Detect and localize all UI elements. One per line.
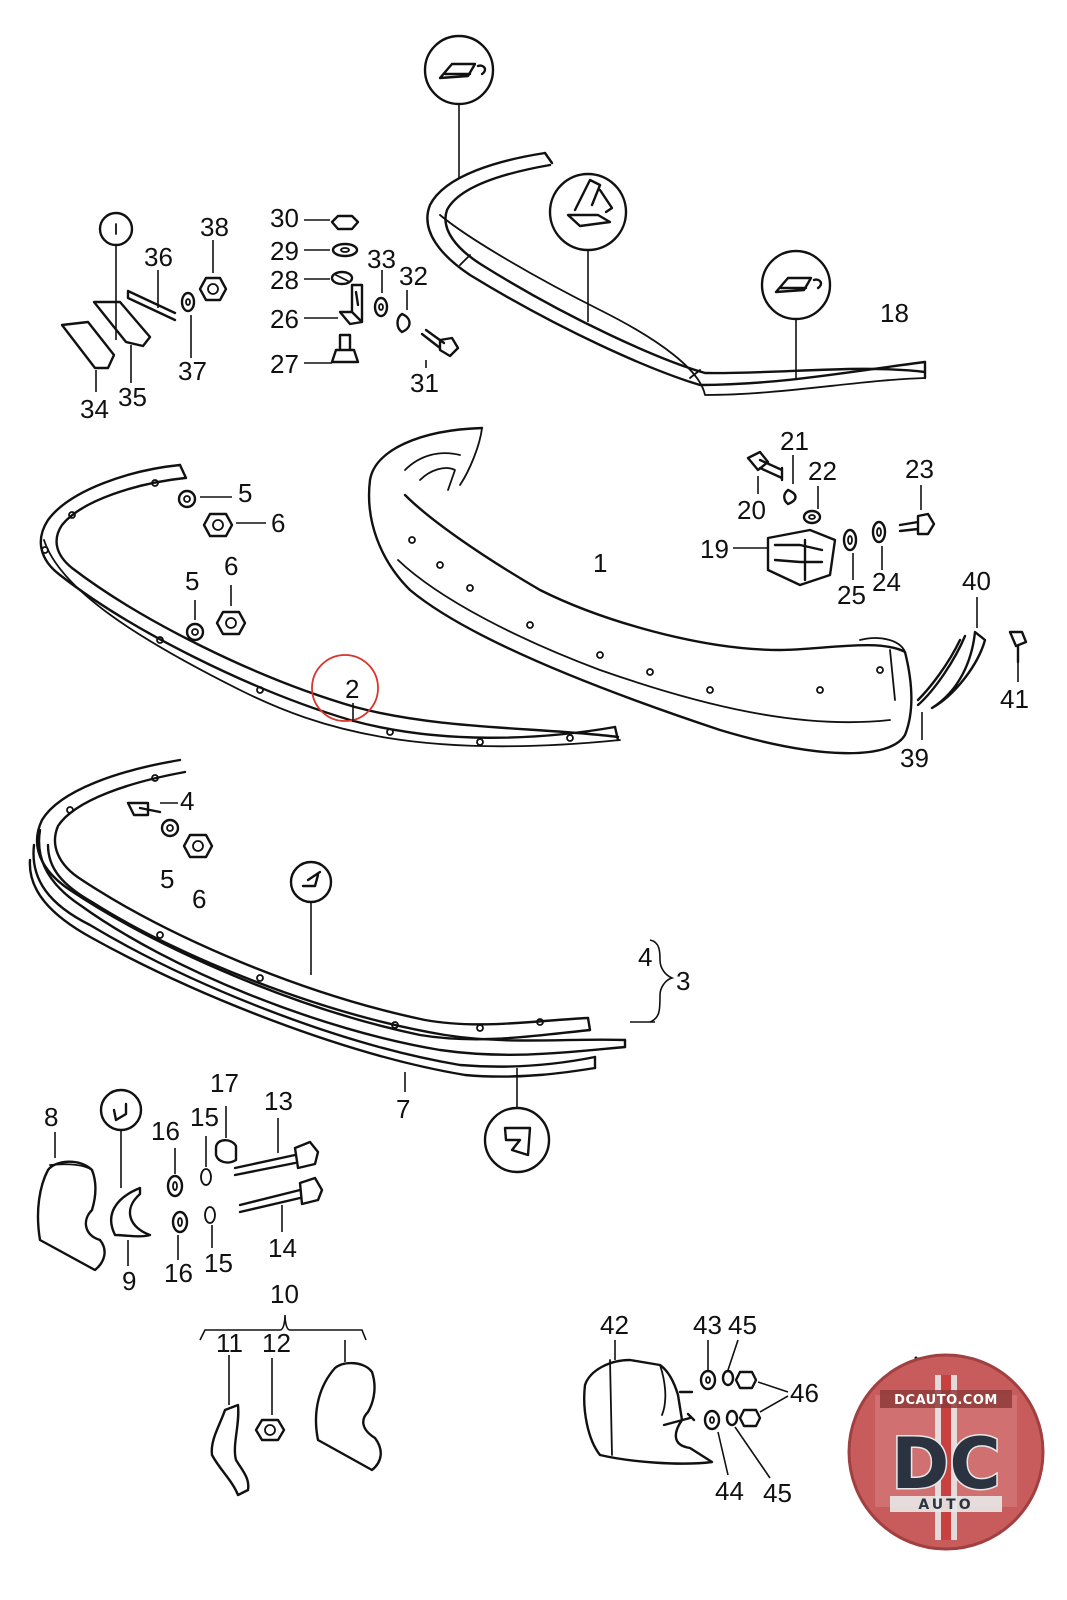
symbol-circle-lower-right [483,1068,551,1174]
label-7: 7 [396,1094,410,1124]
label-1: 1 [593,548,607,578]
label-33: 33 [367,244,396,274]
label-18: 18 [880,298,909,328]
label-9: 9 [122,1266,136,1296]
symbol-circle-lower-mid [289,860,333,975]
label-35: 35 [118,382,147,412]
label-10: 10 [270,1279,299,1309]
bracket-3-4 [630,939,675,1023]
label-21: 21 [780,426,809,456]
symbol-circle-top [423,34,495,178]
label-34: 34 [80,394,109,424]
label-31: 31 [410,368,439,398]
label-20: 20 [737,495,766,525]
label-2: 2 [345,674,359,704]
label-44: 44 [715,1476,744,1506]
label-14: 14 [268,1233,297,1263]
label-5-upper: 5 [238,478,252,508]
label-26: 26 [270,304,299,334]
label-45-upper: 45 [728,1310,757,1340]
label-25: 25 [837,580,866,610]
label-19: 19 [700,534,729,564]
symbol-circle-right [760,249,832,378]
label-32: 32 [399,261,428,291]
label-40: 40 [962,566,991,596]
part-2-trim-strip [39,463,621,748]
label-3: 3 [676,966,690,996]
label-15-upper: 15 [190,1102,219,1132]
label-37: 37 [178,356,207,386]
label-16-lower: 16 [164,1258,193,1288]
label-42: 42 [600,1310,629,1340]
logo-top-text: DCAUTO.COM [894,1393,998,1408]
label-5-lower: 5 [160,864,174,894]
symbol-circle-mid [548,172,628,322]
label-16-upper: 16 [151,1116,180,1146]
label-5-mid: 5 [185,566,199,596]
label-45-lower: 45 [763,1478,792,1508]
label-23: 23 [905,454,934,484]
parts-42-46 [583,1339,789,1479]
label-46: 46 [790,1378,819,1408]
label-24: 24 [872,567,901,597]
parts-19-25 [733,450,936,587]
part-1-bumper [367,426,913,755]
label-30: 30 [270,203,299,233]
label-11: 11 [216,1328,243,1358]
parts-13-17 [166,1106,324,1260]
label-39: 39 [900,743,929,773]
part-labels: 1 2 3 4 4 5 5 5 6 6 6 7 8 9 10 11 12 13 … [44,203,1029,1508]
label-28: 28 [270,265,299,295]
hardware-lower-4-5-6 [126,801,214,859]
label-17: 17 [210,1068,239,1098]
label-41: 41 [1000,684,1029,714]
label-4: 4 [180,786,194,816]
hardware-26-33 [304,214,460,368]
highlight-circle-2 [311,654,379,722]
label-4-bracket: 4 [638,942,652,972]
hardware-upper-5-6 [177,489,266,642]
parts-10-12 [199,1314,382,1497]
logo-sub-text: AUTO [918,1497,973,1513]
logo-main-text: DC [891,1423,1000,1505]
parts-39-41 [916,597,1028,740]
label-13: 13 [264,1086,293,1116]
label-6-mid: 6 [224,551,238,581]
parts-34-38 [60,211,228,392]
label-43: 43 [693,1310,722,1340]
label-6-lower: 6 [192,884,206,914]
label-27: 27 [270,349,299,379]
part-18-trim-strip [426,151,927,396]
part-3-trim-strip [28,758,627,1078]
label-36: 36 [144,242,173,272]
dcauto-logo: DCAUTO.COM DC AUTO [847,1353,1045,1551]
label-38: 38 [200,212,229,242]
label-22: 22 [808,456,837,486]
label-29: 29 [270,236,299,266]
label-6-upper: 6 [271,508,285,538]
label-8: 8 [44,1102,58,1132]
parts-8-9 [36,1088,152,1272]
label-12: 12 [262,1328,291,1358]
label-15-lower: 15 [204,1248,233,1278]
